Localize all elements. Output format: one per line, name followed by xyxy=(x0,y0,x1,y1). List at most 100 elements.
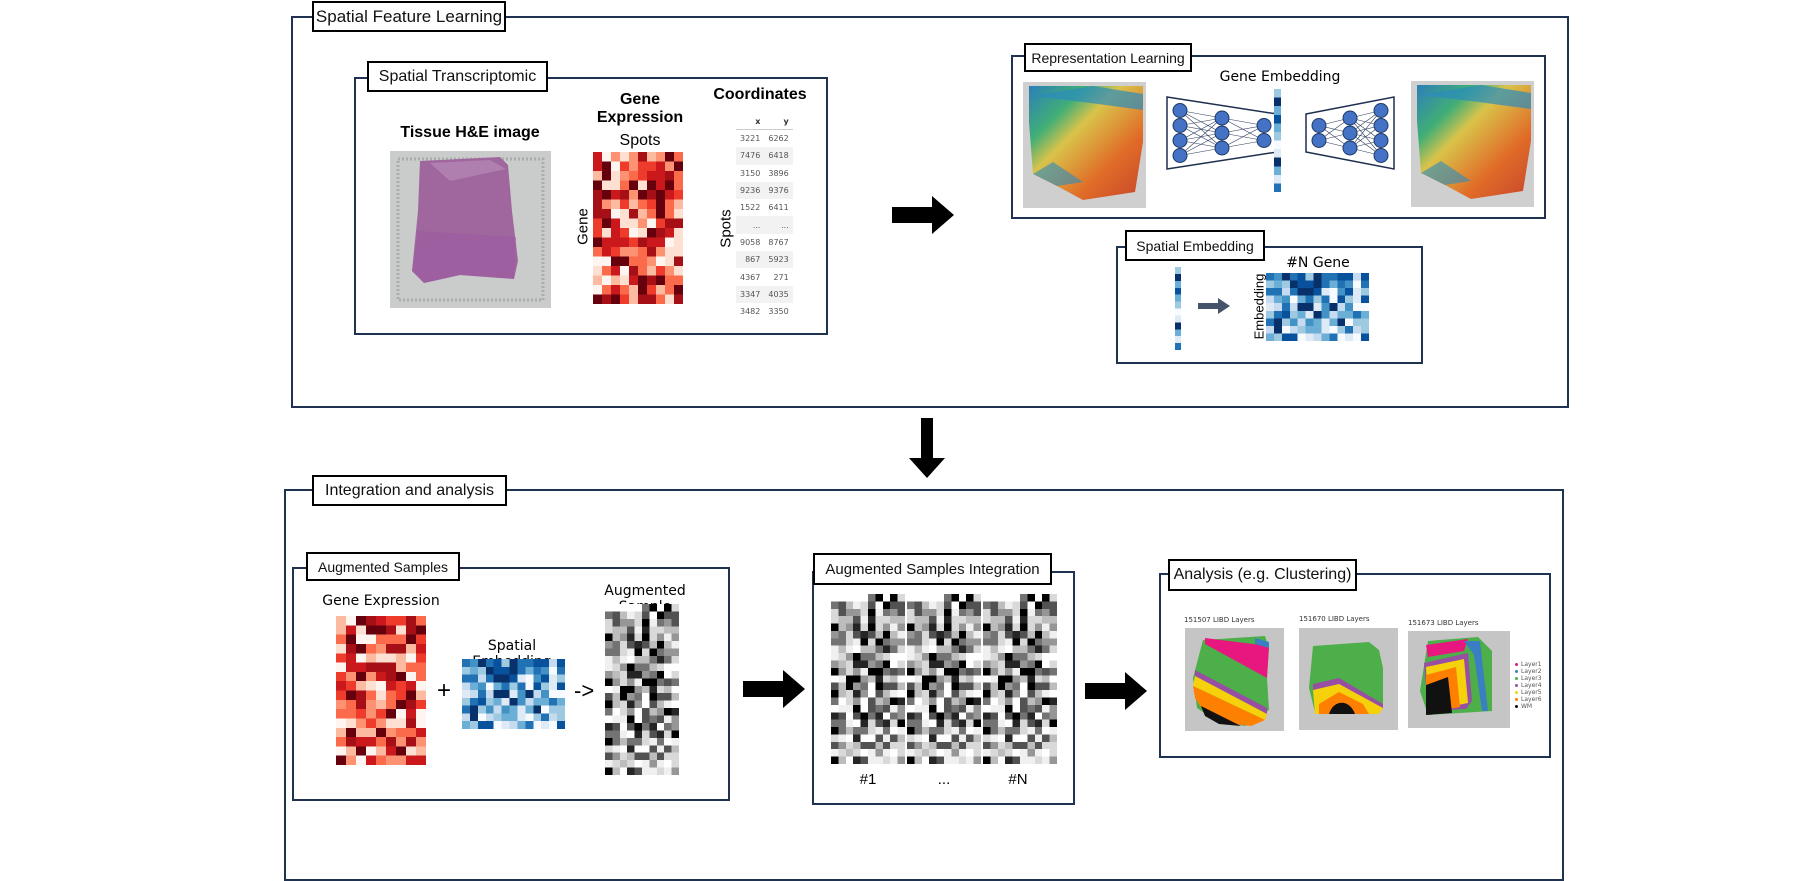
coordinates-row: ...... xyxy=(736,216,793,234)
coordinate-y-cell: ... xyxy=(764,216,793,234)
coordinates-spots-axis-label: Spots xyxy=(717,209,735,248)
legend-marker-icon xyxy=(1515,705,1518,708)
analysis-plot-title-151507: 151507 LIBD Layers xyxy=(1184,616,1255,624)
augmented-gene-expression-label: Gene Expression xyxy=(322,593,440,609)
network-frame xyxy=(1305,96,1395,170)
input-spatial-expression-map xyxy=(1023,82,1146,208)
network-node xyxy=(1172,118,1188,133)
augmented-gene-expression-heatmap xyxy=(336,616,426,765)
coordinates-row: 4367 271 xyxy=(736,268,793,285)
clustering-plot-151673 xyxy=(1408,631,1510,728)
coordinates-row: 9058 8767 xyxy=(736,234,793,251)
reconstructed-spatial-expression-map xyxy=(1411,81,1534,207)
tissue-he-image xyxy=(390,151,551,308)
network-node xyxy=(1214,140,1230,156)
spatial-transcriptomic-label: Spatial Transcriptomic xyxy=(367,61,548,92)
legend-label: WM xyxy=(1521,703,1533,710)
analysis-plot-title-151673: 151673 LIBD Layers xyxy=(1408,619,1479,627)
integration-and-analysis-section xyxy=(284,489,1564,881)
network-node xyxy=(1373,118,1389,133)
spatial-embedding-panel xyxy=(1116,246,1423,364)
legend-item: Layer5 xyxy=(1515,689,1542,696)
encoder-network-icon xyxy=(1166,96,1281,175)
network-node xyxy=(1373,103,1389,118)
tissue-he-title: Tissue H&E image xyxy=(400,124,540,141)
coordinates-header-x: x xyxy=(736,114,765,130)
coordinate-y-cell: 3896 xyxy=(768,168,789,178)
sample-label-first: #1 xyxy=(859,771,877,788)
representation-learning-panel xyxy=(1011,55,1546,219)
network-node xyxy=(1256,133,1272,148)
arrow-right-icon xyxy=(1085,672,1147,715)
coordinate-y-cell: 4035 xyxy=(764,285,793,303)
network-node xyxy=(1311,133,1327,148)
legend-item: Layer6 xyxy=(1515,696,1542,703)
network-edge xyxy=(1179,132,1223,156)
network-node xyxy=(1311,118,1327,133)
clustering-plot-151670 xyxy=(1299,628,1398,730)
coordinates-title: Coordinates xyxy=(713,86,807,103)
decoder-network-icon xyxy=(1305,96,1397,175)
network-node xyxy=(1172,133,1188,148)
coordinate-x-cell: 1522 xyxy=(740,203,761,213)
clustering-plot-151507 xyxy=(1185,628,1284,731)
arrow-right-icon xyxy=(892,196,954,239)
analysis-plot-title-151670: 151670 LIBD Layers xyxy=(1299,615,1370,623)
coordinate-y-cell: 9376 xyxy=(764,181,793,200)
legend-label: Layer4 xyxy=(1521,682,1542,689)
coordinate-x-cell: 3221 xyxy=(740,134,761,144)
network-node xyxy=(1342,110,1358,126)
integrated-sample-heatmap xyxy=(831,594,905,764)
coordinate-y-cell: 8767 xyxy=(768,237,789,247)
augmented-samples-panel xyxy=(292,567,730,801)
plus-symbol: + xyxy=(437,677,452,704)
integrated-sample-heatmap xyxy=(983,594,1057,764)
legend-label: Layer1 xyxy=(1521,661,1542,668)
arrow-right-icon xyxy=(743,670,805,713)
gene-embedding-label: Gene Embedding xyxy=(1219,69,1341,85)
legend-marker-icon xyxy=(1515,684,1518,687)
network-node xyxy=(1214,110,1230,126)
network-node xyxy=(1256,118,1272,133)
coordinate-x-cell: 9058 xyxy=(740,237,761,247)
legend-item: Layer4 xyxy=(1515,682,1542,689)
network-edge xyxy=(1221,125,1265,149)
network-edge xyxy=(1179,117,1223,141)
spatial-feature-learning-label: Spatial Feature Learning xyxy=(312,1,506,32)
legend-label: Layer3 xyxy=(1521,675,1542,682)
gene-embedding-vector xyxy=(1274,89,1281,192)
legend-marker-icon xyxy=(1515,670,1518,673)
spatial-embedding-label: Spatial Embedding xyxy=(1125,230,1265,261)
coordinate-x-cell: 7476 xyxy=(736,147,765,165)
network-node xyxy=(1342,125,1358,141)
network-node xyxy=(1373,148,1389,163)
spatial-transcriptomic-panel xyxy=(354,77,828,335)
representation-learning-label: Representation Learning xyxy=(1024,43,1192,72)
network-node xyxy=(1342,140,1358,156)
coordinate-x-cell: 4367 xyxy=(740,272,761,282)
coordinates-header-row: x y xyxy=(736,114,793,130)
legend-item: Layer1 xyxy=(1515,661,1542,668)
spatial-feature-learning-section xyxy=(291,16,1569,408)
legend-item: Layer3 xyxy=(1515,675,1542,682)
augmented-sample-heatmap xyxy=(605,604,679,775)
coordinate-x-cell: 867 xyxy=(736,251,765,269)
network-edge xyxy=(1349,110,1382,149)
augmented-samples-label: Augmented Samples xyxy=(306,552,460,581)
integrated-sample-heatmap xyxy=(907,594,981,764)
legend-label: Layer6 xyxy=(1521,696,1542,703)
network-node xyxy=(1172,103,1188,118)
legend-marker-icon xyxy=(1515,677,1518,680)
coordinate-y-cell: 271 xyxy=(773,272,789,282)
legend-label: Layer5 xyxy=(1521,689,1542,696)
network-node xyxy=(1214,125,1230,141)
spatial-embedding-matrix-axis-label: Embedding xyxy=(1251,273,1267,340)
coordinate-y-cell: 3350 xyxy=(768,307,789,317)
